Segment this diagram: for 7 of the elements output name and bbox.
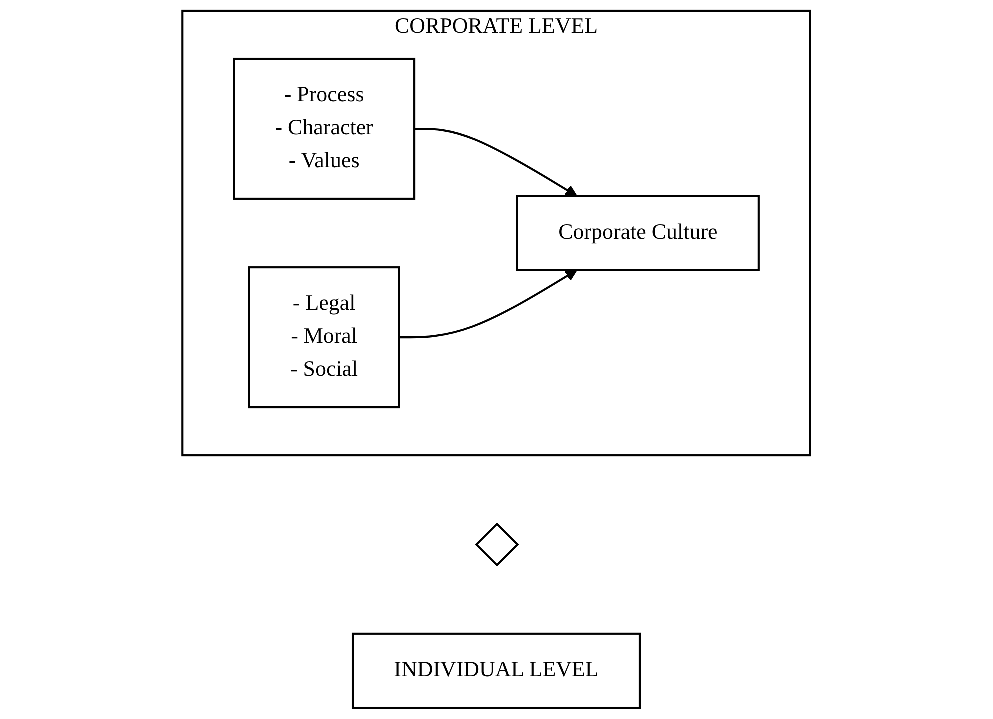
node-box: - Legal - Moral - Social <box>248 266 400 409</box>
node-box: INDIVIDUAL LEVEL <box>352 632 642 710</box>
node-box: - Process - Character - Values <box>233 58 416 200</box>
node-box: Corporate Culture <box>516 195 760 272</box>
arrow <box>414 128 578 197</box>
arrow <box>399 270 578 339</box>
node-diamond <box>475 522 520 567</box>
